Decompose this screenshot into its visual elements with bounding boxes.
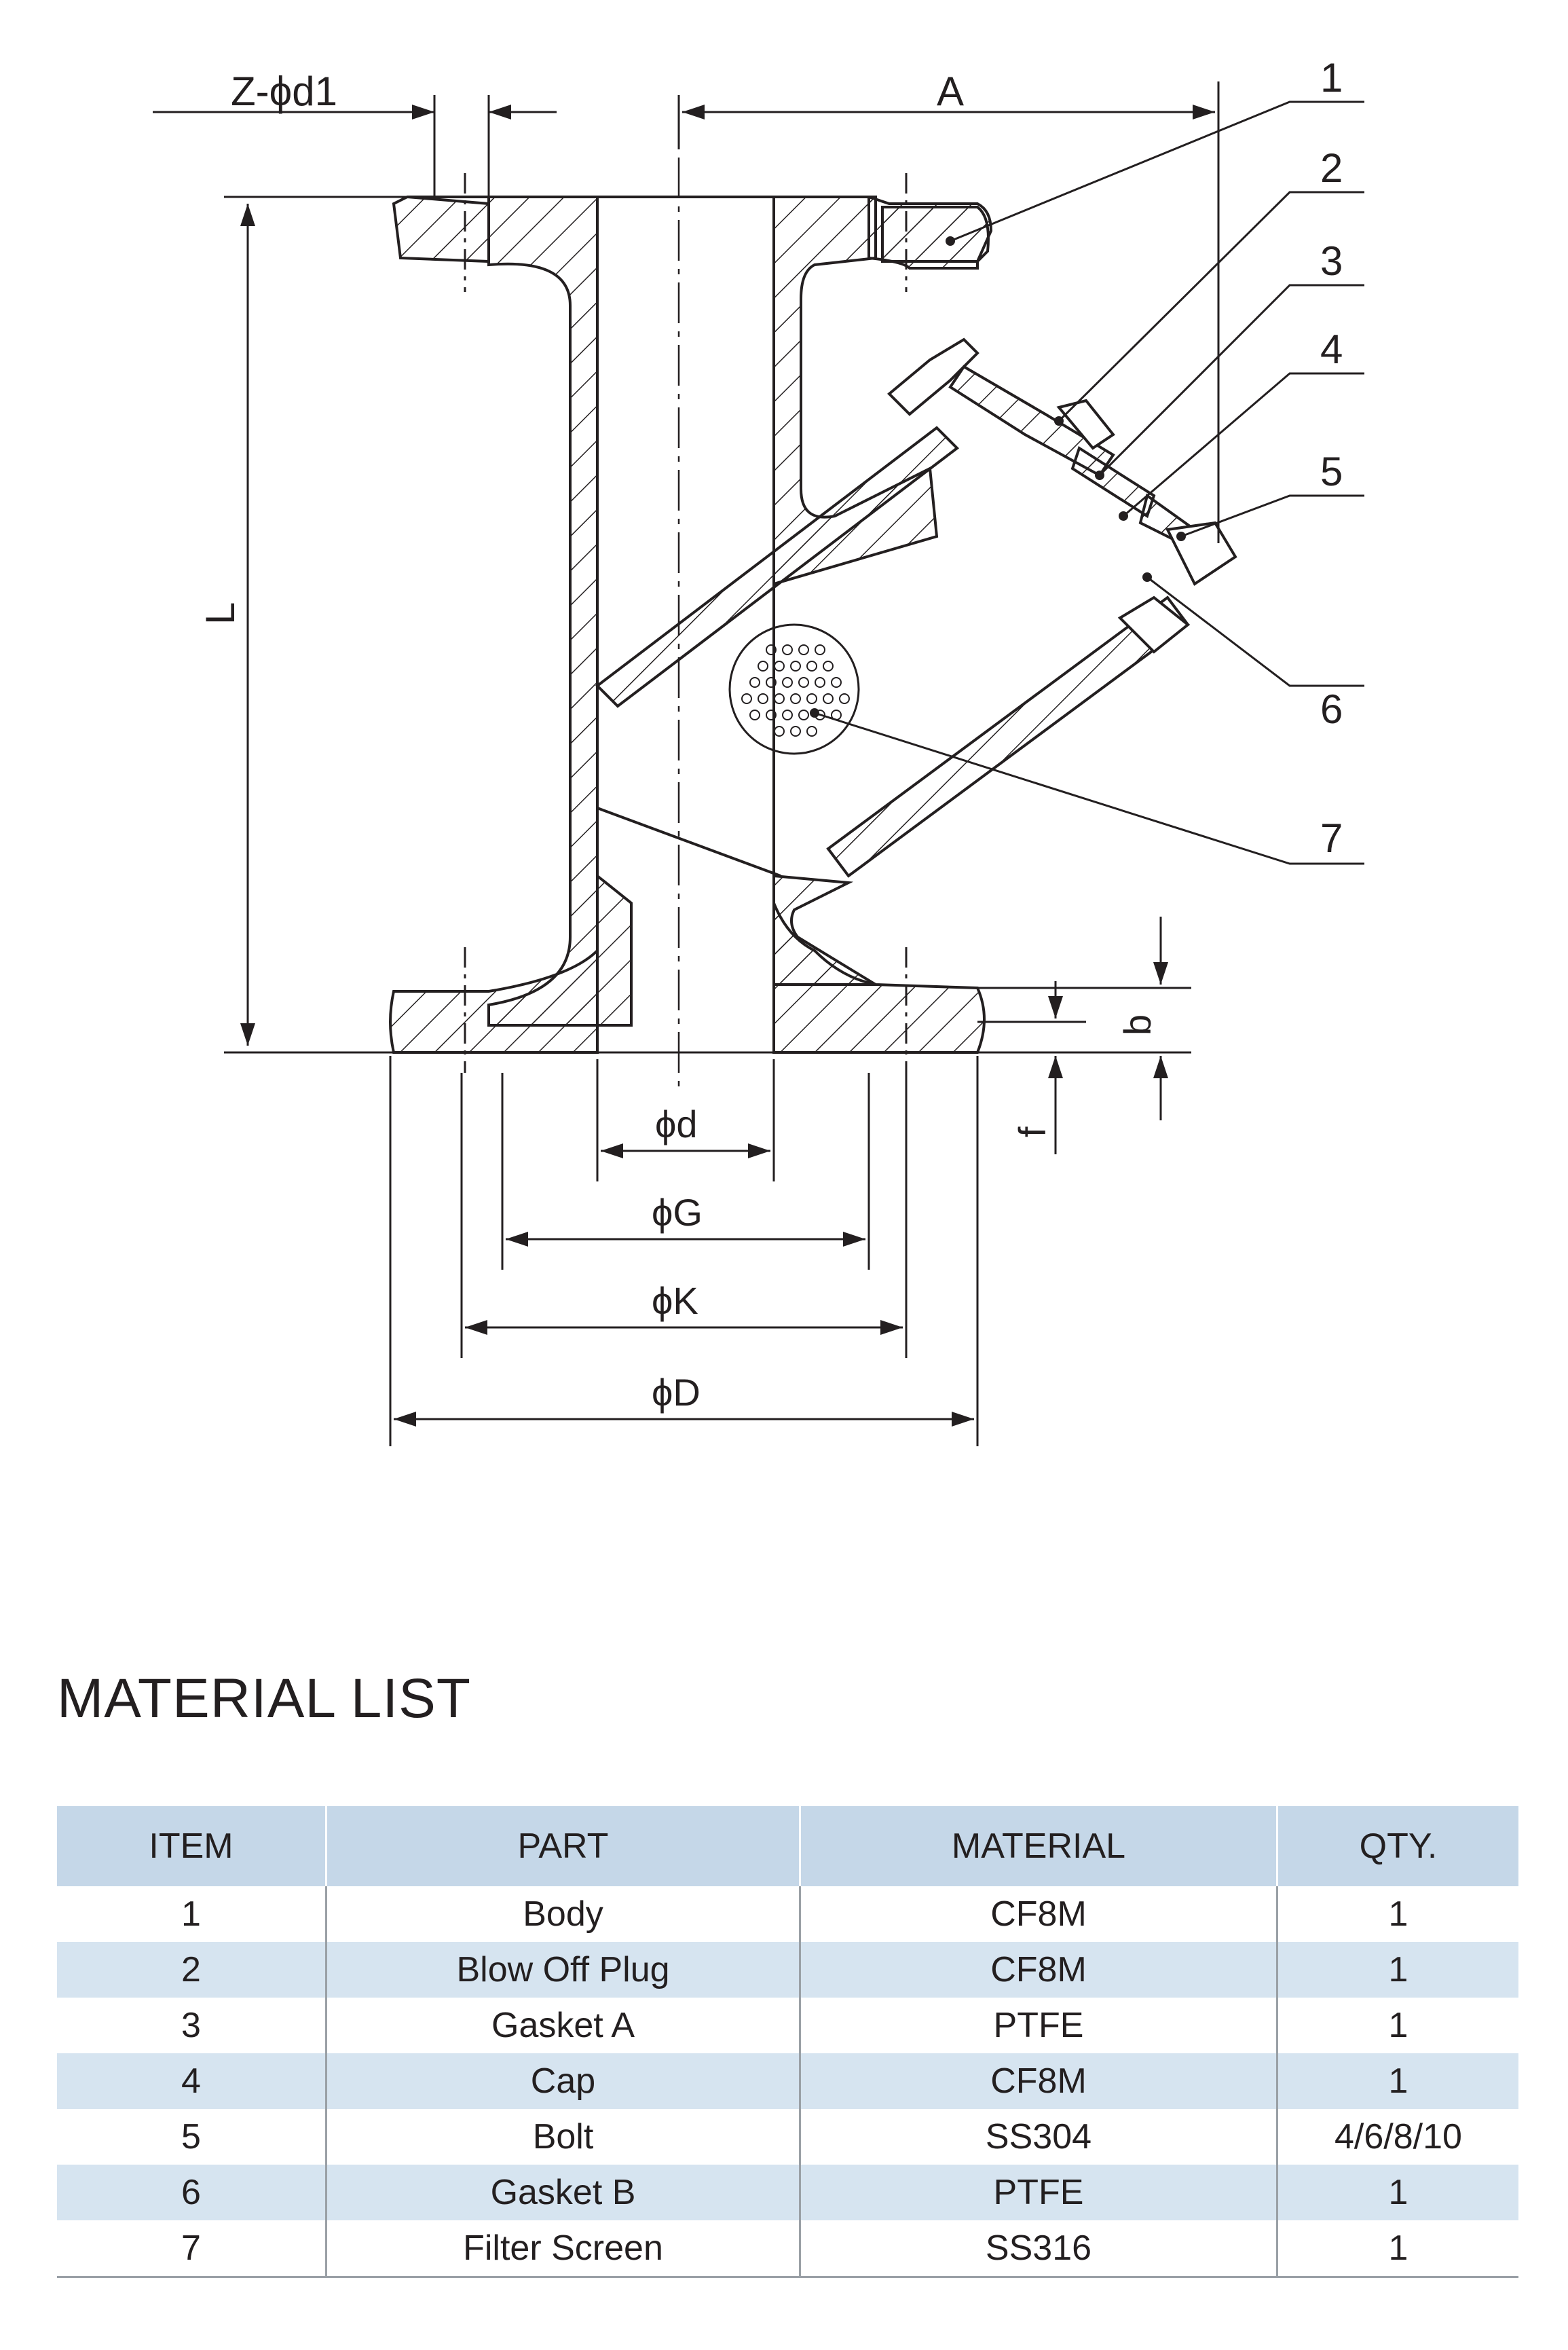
cell-material: PTFE [800, 1998, 1278, 2053]
bottom-flange [389, 947, 599, 1054]
callout-6: 6 [1320, 686, 1343, 732]
screen-hole [749, 677, 760, 688]
screen-hole [815, 644, 825, 655]
screen-hole [782, 710, 793, 720]
dim-l: L [198, 602, 243, 625]
dim-phi-d: ϕd [655, 1103, 698, 1145]
cell-part: Cap [326, 2053, 801, 2109]
screen-hole [774, 726, 785, 737]
screen-hole [815, 677, 825, 688]
table-row: 4 Cap CF8M 1 [57, 2053, 1518, 2109]
leader-lines [814, 100, 1364, 865]
dim-phi-g: ϕG [652, 1191, 703, 1234]
callout-2: 2 [1320, 145, 1343, 191]
strainer-drawing: Z-ϕd1 A L ϕd ϕG ϕK ϕD b f 1 2 3 4 5 6 7 [153, 55, 1364, 1446]
screen-hole [766, 677, 777, 688]
table-row: 7 Filter Screen SS316 1 [57, 2220, 1518, 2278]
callout-4: 4 [1320, 327, 1343, 372]
screen-hole [790, 661, 801, 672]
cell-part: Bolt [326, 2109, 801, 2165]
cell-qty: 1 [1277, 1942, 1518, 1998]
dim-phi-cap-d: ϕD [652, 1371, 701, 1414]
cell-material: CF8M [800, 2053, 1278, 2109]
cell-item: 3 [57, 1998, 327, 2053]
cell-part: Body [326, 1886, 801, 1942]
screen-hole [741, 693, 752, 704]
callout-1: 1 [1320, 55, 1343, 100]
table-row: 3 Gasket A PTFE 1 [57, 1998, 1518, 2053]
material-list-table: ITEM PART MATERIAL QTY. 1 Body CF8M 1 2 … [57, 1806, 1518, 2278]
screen-hole [823, 693, 834, 704]
screen-hole [774, 661, 785, 672]
header-material: MATERIAL [800, 1806, 1278, 1886]
cell-qty: 1 [1277, 2220, 1518, 2278]
dim-a: A [937, 69, 964, 114]
cell-item: 7 [57, 2220, 327, 2278]
screen-hole [782, 644, 793, 655]
screen-hole [790, 693, 801, 704]
filter-screen [728, 623, 860, 755]
header-part: PART [326, 1806, 801, 1886]
cell-part: Gasket A [326, 1998, 801, 2053]
strainer-branch-lower [826, 595, 1190, 878]
cell-material: SS304 [800, 2109, 1278, 2165]
dim-f: f [1011, 1126, 1053, 1137]
cell-part: Blow Off Plug [326, 1942, 801, 1998]
cell-part: Gasket B [326, 2165, 801, 2220]
table-header-row: ITEM PART MATERIAL QTY. [57, 1806, 1518, 1886]
cell-material: SS316 [800, 2220, 1278, 2278]
screen-hole [798, 710, 809, 720]
screen-hole [806, 726, 817, 737]
cell-material: CF8M [800, 1942, 1278, 1998]
right-wall-lower [772, 874, 881, 986]
screen-hole [798, 644, 809, 655]
cell-item: 4 [57, 2053, 327, 2109]
header-item: ITEM [57, 1806, 327, 1886]
cell-item: 2 [57, 1942, 327, 1998]
strainer-branch [595, 426, 960, 708]
screen-hole [749, 710, 760, 720]
screen-hole [758, 661, 768, 672]
screen-hole [806, 661, 817, 672]
cell-item: 1 [57, 1886, 327, 1942]
top-flange-left [392, 195, 490, 263]
callout-7: 7 [1320, 815, 1343, 861]
screen-hole [766, 644, 777, 655]
cell-part: Filter Screen [326, 2220, 801, 2278]
dim-phi-k: ϕK [652, 1279, 698, 1322]
table-row: 1 Body CF8M 1 [57, 1886, 1518, 1942]
cell-qty: 1 [1277, 2165, 1518, 2220]
screen-hole [839, 693, 850, 704]
cell-qty: 1 [1388, 2006, 1408, 2045]
cell-qty: 1 [1277, 2053, 1518, 2109]
cell-material: CF8M [800, 1886, 1278, 1942]
dim-z-phi-d1: Z-ϕd1 [231, 69, 337, 114]
callout-3: 3 [1320, 238, 1343, 284]
table-row: 6 Gasket B PTFE 1 [57, 2165, 1518, 2220]
screen-hole [782, 677, 793, 688]
screen-hole [806, 693, 817, 704]
screen-hole [790, 726, 801, 737]
cell-item: 6 [57, 2165, 327, 2220]
screen-hole [758, 693, 768, 704]
table-row: 5 Bolt SS304 4/6/8/10 [57, 2109, 1518, 2165]
screen-hole [831, 677, 842, 688]
cell-material: PTFE [800, 2165, 1278, 2220]
cell-qty: 1 [1388, 1894, 1408, 1934]
screen-hole [798, 677, 809, 688]
material-list-title: MATERIAL LIST [57, 1668, 471, 1729]
screen-hole [823, 661, 834, 672]
cell-qty: 4/6/8/10 [1334, 2117, 1462, 2156]
left-wall [487, 196, 633, 1027]
table-row: 2 Blow Off Plug CF8M 1 [57, 1942, 1518, 1998]
callout-5: 5 [1320, 449, 1343, 494]
top-flange-right-lug [881, 206, 990, 263]
header-qty: QTY. [1277, 1806, 1518, 1886]
screen-hole [766, 710, 777, 720]
cell-item: 5 [57, 2109, 327, 2165]
dim-b: b [1116, 1014, 1159, 1035]
dimension-lines [153, 81, 1220, 1446]
screen-hole [774, 693, 785, 704]
